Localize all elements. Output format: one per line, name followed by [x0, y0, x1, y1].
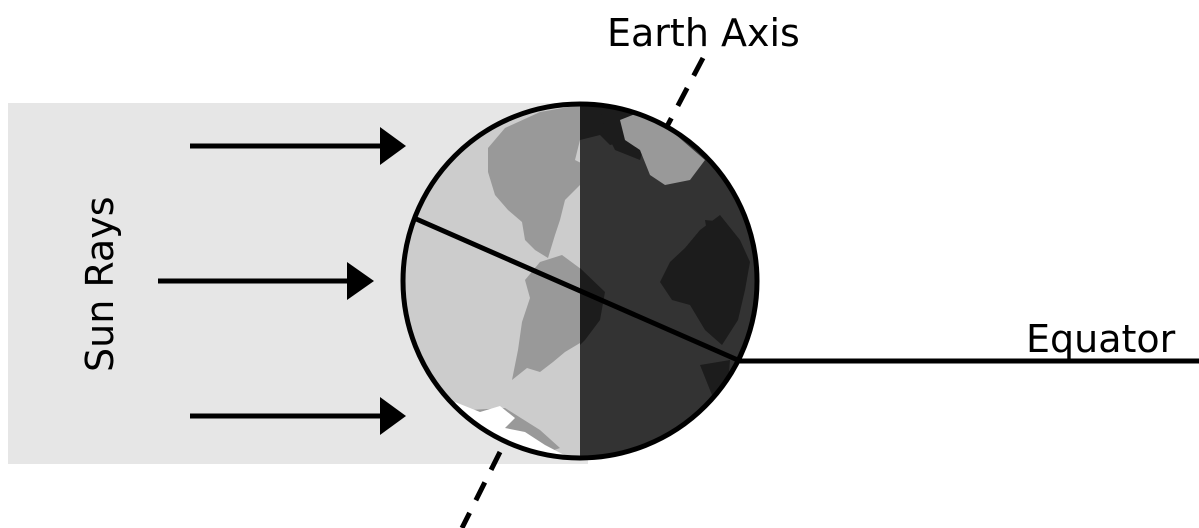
earth-axis-label: Earth Axis: [607, 11, 800, 55]
earth-axis-top: [663, 58, 703, 134]
equator-label: Equator: [1026, 317, 1176, 361]
sun-rays-label: Sun Rays: [78, 196, 122, 372]
